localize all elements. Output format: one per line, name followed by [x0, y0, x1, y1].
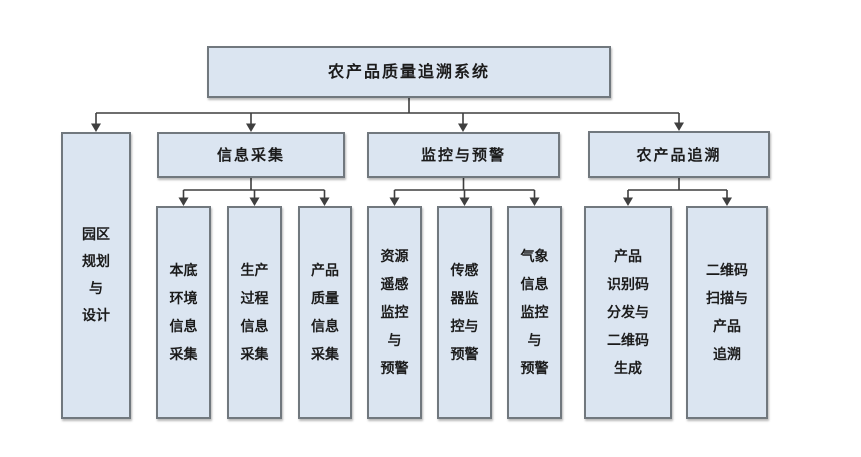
node-product-tracing: 农产品追溯: [588, 131, 770, 178]
node-monitoring-warning: 监控与预警: [367, 132, 560, 178]
node-sensor-monitoring: 传感 器监 控与 预警: [437, 206, 492, 419]
node-product-quality-info: 产品 质量 信息 采集: [298, 206, 352, 419]
node-id-code-qr-generation: 产品 识别码 分发与 二维码 生成: [584, 206, 672, 419]
node-qr-scan-product-tracing: 二维码 扫描与 产品 追溯: [686, 206, 768, 419]
node-weather-info-monitoring: 气象 信息 监控 与 预警: [507, 206, 562, 419]
node-baseline-env-info: 本底 环境 信息 采集: [156, 206, 211, 419]
node-park-planning: 园区 规划 与 设计: [61, 132, 131, 419]
node-info-collection: 信息采集: [157, 132, 345, 178]
node-production-process-info: 生产 过程 信息 采集: [227, 206, 282, 419]
arrowheads: [91, 122, 732, 206]
node-remote-sensing-monitoring: 资源 遥感 监控 与 预警: [367, 206, 422, 419]
node-root: 农产品质量追溯系统: [207, 46, 611, 98]
